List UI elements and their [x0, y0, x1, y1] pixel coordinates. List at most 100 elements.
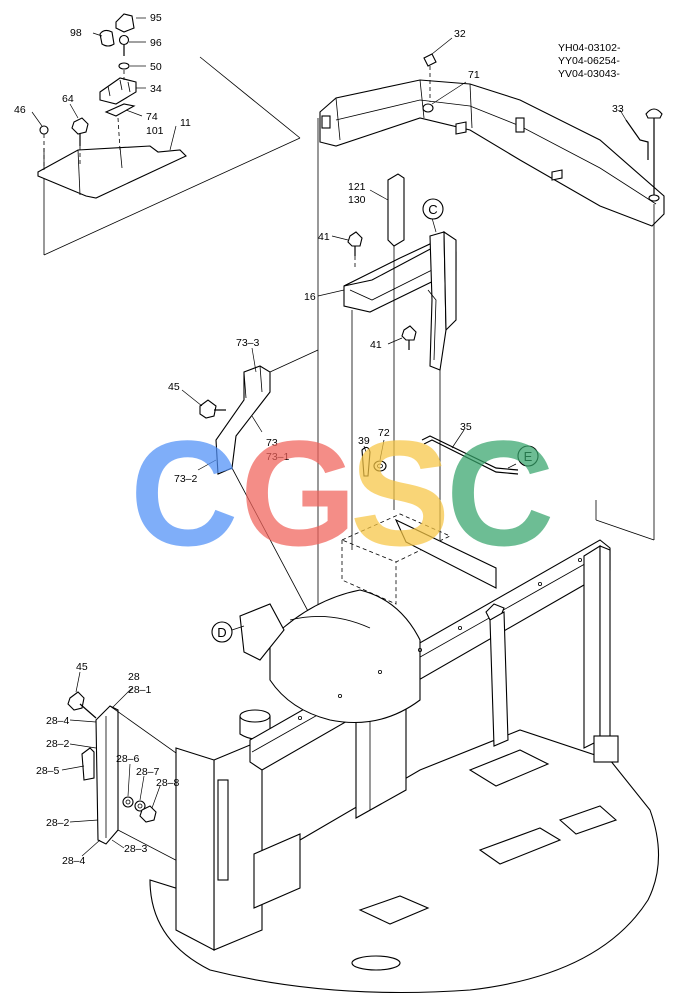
part-label: 32 [454, 28, 466, 40]
leader [431, 37, 453, 55]
pin-hole [648, 194, 660, 202]
clip-28-5 [81, 747, 95, 781]
watermark-letter: G [240, 409, 357, 577]
callout-d: D [211, 621, 245, 643]
part-label: 73 [266, 437, 278, 449]
part-label: 41 [318, 231, 330, 243]
leader [251, 347, 257, 373]
part-label: 28 [128, 671, 140, 683]
fuel-box [253, 833, 301, 909]
engine-detail [289, 616, 371, 629]
lock-knob [645, 108, 663, 119]
handrail-beam [317, 37, 665, 630]
leader [181, 389, 203, 407]
nut-hole [377, 463, 383, 469]
leader [379, 439, 385, 461]
handrail-clip [551, 169, 563, 181]
serial-number: YV04-03043- [558, 68, 620, 80]
bolt-head [347, 231, 363, 247]
watermark-letter: C [446, 409, 554, 577]
callout-label: C [428, 202, 437, 217]
projection-line [269, 349, 319, 373]
part-label: 121 [348, 181, 366, 193]
bolt-head [423, 53, 437, 67]
tray-edge [349, 259, 453, 301]
part-label: 73–2 [174, 473, 198, 485]
leader [75, 671, 81, 693]
tray-support-side [443, 230, 457, 332]
callout-circle [517, 445, 539, 467]
part-label: 11 [180, 117, 191, 129]
washer-hole [125, 799, 131, 805]
handrail [319, 79, 665, 227]
leader [61, 765, 85, 771]
handrail-bracket [321, 115, 331, 129]
beam-holes [297, 558, 583, 721]
hole [377, 670, 382, 675]
rod-35-assembly [361, 429, 597, 520]
hidden-outline [340, 513, 451, 563]
leader [111, 839, 125, 849]
leader [317, 289, 345, 297]
tool-box-assembly [317, 173, 457, 550]
projection-line [43, 137, 301, 256]
bracket-73-assembly [181, 347, 319, 631]
part-label: 50 [150, 61, 162, 73]
support-edge [427, 289, 437, 361]
part-label: 34 [150, 83, 162, 95]
part-label: 28–7 [136, 766, 160, 778]
small-plate [104, 103, 136, 117]
part-label: 35 [460, 421, 472, 433]
callout-e: E [517, 445, 539, 467]
leader [69, 819, 99, 823]
post-foot [593, 735, 619, 763]
part-label: 28–2 [46, 817, 70, 829]
part-label: 74 [146, 111, 158, 123]
part-label: 130 [348, 194, 366, 206]
bolt-head [199, 399, 217, 419]
floor-block [468, 749, 550, 787]
leader [231, 625, 245, 631]
leader [139, 775, 145, 801]
leader [69, 103, 79, 119]
bolt-head [39, 125, 49, 135]
bracket-edge [243, 365, 263, 399]
hole [538, 582, 543, 587]
leader [69, 719, 97, 723]
part-label: 72 [378, 427, 390, 439]
projection-line [231, 467, 319, 631]
part-label: 98 [70, 27, 82, 39]
spring-clip [361, 446, 371, 477]
washer-28-7 [134, 800, 146, 812]
bracket-d [239, 603, 285, 661]
main-frame [149, 513, 660, 994]
plate-edge [77, 149, 81, 196]
radiator-plate [217, 779, 229, 881]
part-label: 28–1 [128, 684, 152, 696]
leader [363, 445, 367, 453]
bolt-head [401, 325, 417, 341]
part-label: 28–2 [46, 738, 70, 750]
handrail-edge [419, 79, 425, 119]
engine-body [269, 589, 421, 723]
clip-detail [107, 79, 131, 97]
clip-bracket [99, 77, 137, 105]
nut-28-8 [139, 805, 157, 823]
rod [423, 439, 519, 475]
nut [373, 460, 387, 472]
projection-line [595, 519, 655, 541]
part-label: 39 [358, 435, 370, 447]
part-label: 46 [14, 104, 26, 116]
leader [127, 763, 131, 797]
handrail-clip [455, 121, 467, 135]
hidden-outline [341, 540, 397, 605]
bracket-73 [215, 365, 271, 475]
part-label: 64 [62, 93, 74, 105]
leader [431, 217, 437, 233]
part-label: 28–6 [116, 753, 140, 765]
callout-label: E [524, 449, 533, 464]
knob [115, 13, 135, 33]
part-label: 33 [612, 103, 624, 115]
watermark-letter: S [350, 409, 450, 577]
